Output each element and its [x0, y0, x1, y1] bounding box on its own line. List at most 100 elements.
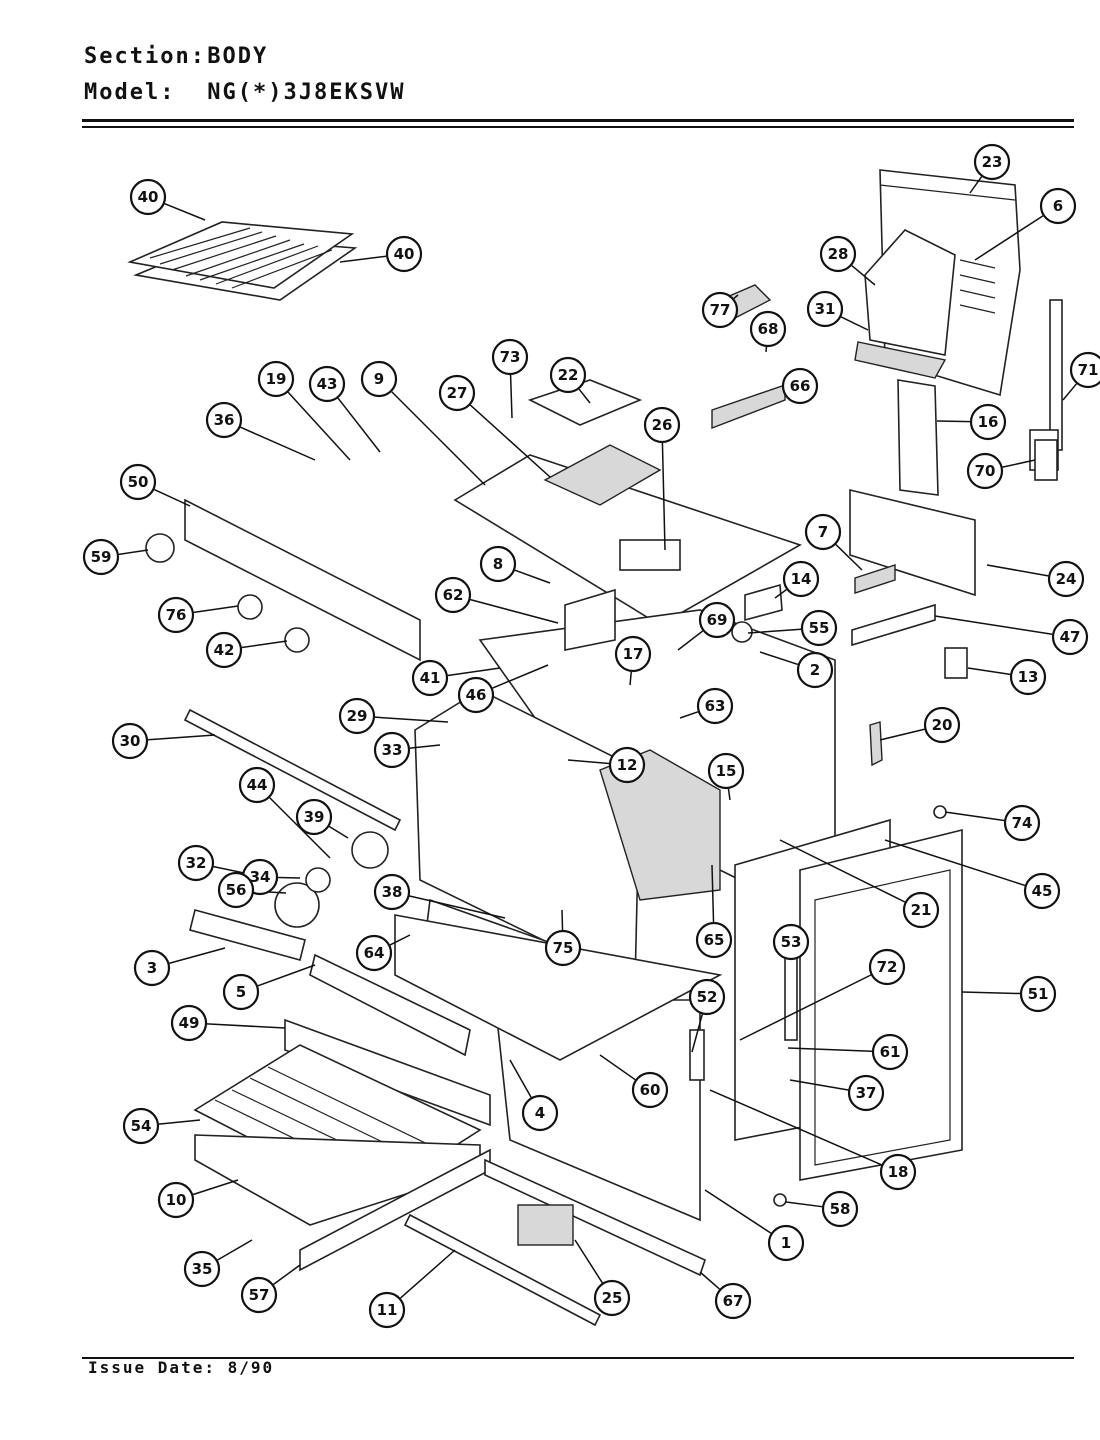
- callout-46: 46: [457, 676, 495, 714]
- callout-number-13: 13: [1018, 668, 1039, 686]
- callout-4: 4: [521, 1094, 559, 1132]
- callout-number-36: 36: [214, 411, 235, 429]
- callout-11: 11: [368, 1291, 406, 1329]
- callout-66: 66: [781, 367, 819, 405]
- callout-number-9: 9: [374, 370, 384, 388]
- callout-number-70: 70: [975, 462, 996, 480]
- callout-number-28: 28: [828, 245, 849, 263]
- callout-bubble-13: [1009, 658, 1047, 696]
- leader-line-60: [599, 1054, 636, 1081]
- callout-74: 74: [1003, 804, 1041, 842]
- callout-number-44: 44: [247, 776, 268, 794]
- callout-bubble-11: [368, 1291, 406, 1329]
- model-heading: Model: NG(*)3J8EKSVW: [84, 80, 405, 105]
- callout-10: 10: [157, 1181, 195, 1219]
- callout-51: 51: [1019, 975, 1057, 1013]
- callout-61: 61: [871, 1033, 909, 1071]
- callout-number-43: 43: [317, 375, 338, 393]
- callout-number-30: 30: [120, 732, 141, 750]
- section-heading: Section: BODY: [84, 44, 268, 69]
- callout-bubble-74: [1003, 804, 1041, 842]
- callout-25: 25: [593, 1279, 631, 1317]
- callout-24: 24: [1047, 560, 1085, 598]
- bottom-tray-drawing: [394, 914, 723, 1061]
- leader-line-13: [967, 667, 1011, 676]
- callout-7: 7: [804, 513, 842, 551]
- callout-number-35: 35: [192, 1260, 213, 1278]
- leader-line-45: [884, 839, 1026, 887]
- leader-line-1: [704, 1189, 772, 1234]
- parts-drawing: [127, 169, 1063, 1327]
- callout-bubble-19: [257, 360, 295, 398]
- callout-72: 72: [868, 948, 906, 986]
- knob-76-drawing: [237, 594, 263, 620]
- rail-67-drawing: [484, 1158, 706, 1277]
- flue-duct-drawing: [897, 379, 939, 496]
- callout-number-6: 6: [1053, 197, 1063, 215]
- leader-line-35: [217, 1239, 253, 1261]
- callout-59: 59: [82, 538, 120, 576]
- leader-line-7: [835, 544, 863, 571]
- callout-bubble-53: [772, 923, 810, 961]
- leader-line-61: [787, 1047, 873, 1053]
- callout-number-71: 71: [1078, 361, 1099, 379]
- callout-40a: 40: [129, 178, 167, 216]
- callout-number-11: 11: [377, 1301, 398, 1319]
- screw-58-drawing: [773, 1193, 787, 1207]
- callout-bubble-20: [923, 706, 961, 744]
- callout-6: 6: [1039, 187, 1077, 225]
- leader-line-20: [879, 728, 925, 741]
- callout-67: 67: [714, 1282, 752, 1320]
- callout-29: 29: [338, 697, 376, 735]
- callout-bubble-17: [614, 635, 652, 673]
- leader-line-77: [733, 294, 739, 300]
- callout-number-24: 24: [1056, 570, 1077, 588]
- callout-13: 13: [1009, 658, 1047, 696]
- leader-line-16: [936, 420, 971, 423]
- callout-number-27: 27: [447, 384, 468, 402]
- callout-3: 3: [133, 949, 171, 987]
- leader-line-52: [691, 1014, 703, 1053]
- leader-line-64: [389, 934, 411, 946]
- callout-bubble-59: [82, 538, 120, 576]
- callout-63: 63: [696, 687, 734, 725]
- block-25-drawing: [517, 1204, 574, 1246]
- bracket-14-drawing: [744, 583, 783, 622]
- leader-line-18: [709, 1089, 882, 1166]
- callout-number-40b: 40: [394, 245, 415, 263]
- leader-line-30: [147, 734, 216, 741]
- callout-38: 38: [373, 873, 411, 911]
- callout-bubble-12: [608, 746, 646, 784]
- leader-line-31: [840, 316, 869, 331]
- callout-20: 20: [923, 706, 961, 744]
- callout-number-8: 8: [493, 555, 503, 573]
- callout-70: 70: [966, 452, 1004, 490]
- header-rule-thick: [82, 119, 1074, 122]
- callout-number-10: 10: [166, 1191, 187, 1209]
- leader-line-21: [779, 839, 906, 903]
- callout-number-50: 50: [128, 473, 149, 491]
- leader-line-36: [240, 426, 316, 461]
- orifice-55-drawing: [731, 621, 753, 643]
- leader-line-11: [400, 1249, 456, 1299]
- callout-bubble-54: [122, 1107, 160, 1145]
- callout-bubble-75: [544, 929, 582, 967]
- leader-line-4: [509, 1059, 532, 1098]
- callout-bubble-23: [973, 143, 1011, 181]
- callout-bubble-44: [238, 766, 276, 804]
- callout-bubble-68: [749, 310, 787, 348]
- callout-bubble-61: [871, 1033, 909, 1071]
- callout-49: 49: [170, 1004, 208, 1042]
- callout-68: 68: [749, 310, 787, 348]
- leader-line-8: [514, 569, 551, 584]
- footer-rule: [82, 1357, 1074, 1359]
- leader-line-28: [851, 264, 876, 286]
- callout-number-4: 4: [535, 1104, 545, 1122]
- callout-number-72: 72: [877, 958, 898, 976]
- callout-bubble-7: [804, 513, 842, 551]
- leader-line-37: [789, 1079, 849, 1091]
- callout-number-39: 39: [304, 808, 325, 826]
- callout-50: 50: [119, 463, 157, 501]
- callout-bubble-22: [549, 356, 587, 394]
- callout-number-3: 3: [147, 959, 157, 977]
